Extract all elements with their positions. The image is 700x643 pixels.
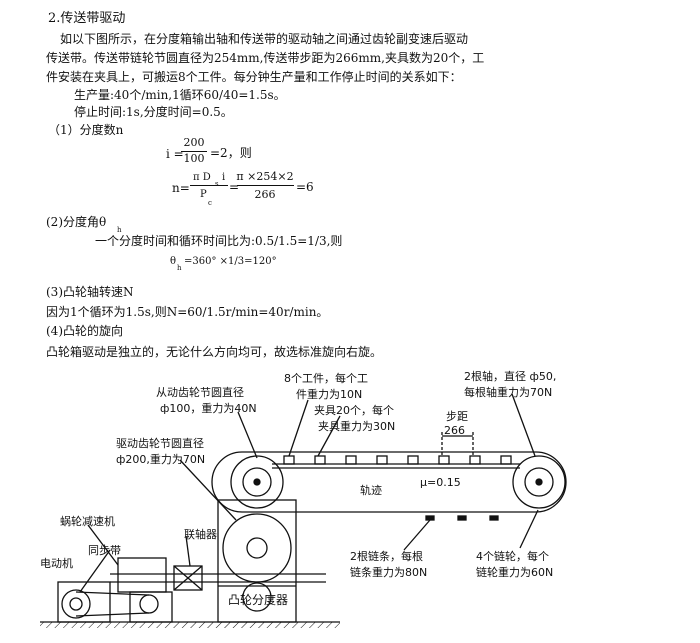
right-sprocket [512,455,566,509]
label-drive-gear-1: 驱动齿轮节圆直径 [116,436,204,450]
i-numerator: 200 [183,136,205,149]
step3-line: 因为1个循环为1.5s,则N=60/1.5r/min=40r/min。 [46,305,329,319]
fixtures-return [425,515,499,521]
label-timing-belt: 同步带 [88,544,121,557]
drive-sprocket-center [253,478,261,486]
step2-title-sub: h [117,226,122,234]
leader-drive-gear [179,459,237,521]
n-den-sub: c [208,199,212,207]
label-chain-2: 链条重力为80N [350,565,427,579]
label-sprocket-2: 链轮重力为60N [476,565,553,579]
label-workpiece-1: 8个工件，每个工 [284,371,368,385]
coupling [173,565,203,591]
step1-title: （1）分度数n [48,123,124,137]
conveyor-belt-outline [211,451,567,513]
n-fraction-bar-2 [237,185,294,186]
motor-pulley-hub [69,597,83,611]
drive-sprocket [230,455,284,509]
leader-driven-gear [237,411,258,459]
leader-shaft [511,393,536,457]
step2-title: (2)分度角θ [46,215,107,229]
worm-reducer [117,557,167,593]
label-pitch-1: 步距 [446,410,468,423]
label-track: 轨迹 [360,483,382,497]
leader-coupling [185,535,191,567]
i-label: i = [166,147,184,161]
step4-line: 凸轮箱驱动是独立的，无论什么方向均可，故选标准旋向右旋。 [46,345,383,359]
intro-line-1: 如以下图所示，在分度箱输出轴和传送带的驱动轴之间通过齿轮副变速后驱动 [60,32,469,46]
right-sprocket-center [535,478,543,486]
label-fixture-2: 夹具重力为30N [318,419,395,433]
n-num-2: π ×254×2 [236,170,294,183]
worm-reducer-base [129,591,173,623]
motor-frame [57,581,111,623]
theta-sub: h [177,264,182,272]
section-title: 2.传送带驱动 [48,11,126,26]
leader-fixture [317,415,341,457]
i-denominator: 100 [183,152,205,165]
conveyor-drive-diagram: 从动齿轮节圆直径 ф100，重力为40N 驱动齿轮节圆直径 ф200,重力为70… [40,369,567,628]
n-label: n= [172,181,190,195]
label-fixture-1: 夹具20个，每个 [314,403,394,417]
reducer-pulley [139,594,159,614]
drive-sprocket-hub [242,467,272,497]
label-driven-gear-1: 从动齿轮节圆直径 [156,385,244,399]
n-den-2: 266 [254,188,276,201]
fixtures [283,455,512,465]
n-num-i: i [222,172,226,183]
label-cam-indexer: 凸轮分度器 [228,592,288,607]
label-sprocket-1: 4个链轮，每个 [476,549,549,563]
intro-line-2: 传送带。传送带链轮节圆直径为254mm,传送带步距为266mm,夹具数为20个，… [46,51,485,65]
motor-pulley [61,589,91,619]
n-result: =6 [296,180,314,194]
ground-hatch [40,622,340,628]
drive-gear-hub [246,537,268,559]
leader-sprocket [519,509,539,549]
step2-line: 一个分度时间和循环时间比为:0.5/1.5=1/3,则 [95,234,343,248]
label-shaft-1: 2根轴，直径 ф50, [464,369,556,383]
i-result: =2，则 [210,146,252,160]
leader-chain [403,519,431,551]
gear-box [217,499,297,623]
theta-formula: =360° ×1/3=120° [184,256,277,267]
label-motor: 电动机 [40,556,73,570]
step4-title: (4)凸轮的旋向 [46,324,123,338]
stop-time-line: 停止时间:1s,分度时间=0.5。 [74,105,233,119]
label-workpiece-2: 件重力为10N [296,387,362,401]
intro-line-3: 件安装在夹具上，可搬运8个工件。每分钟生产量和工作停止时间的关系如下： [46,70,462,84]
label-chain-1: 2根链条，每根 [350,549,423,563]
timing-belt [75,591,150,617]
n-den: P [200,189,207,200]
n-fraction-bar [190,185,228,186]
leader-belt [79,549,111,593]
theta-symbol: θ [170,256,177,267]
label-driven-gear-2: ф100，重力为40N [160,401,257,415]
cam-shaft-circle [242,582,272,612]
step3-title: (3)凸轮轴转速N [46,285,134,299]
label-pitch-2: 266 [444,424,465,437]
i-fraction-bar [181,151,207,152]
label-mu: μ=0.15 [420,476,461,489]
leader-workpiece [288,399,309,457]
label-coupling: 联轴器 [184,527,217,541]
leader-worm [87,524,119,566]
n-equal: = [229,180,240,194]
n-num-pi: π D [193,172,211,183]
n-num-sub: s [215,180,219,188]
label-shaft-2: 每根轴重力为70N [464,385,552,399]
production-line: 生产量:40个/min,1循环60/40=1.5s。 [74,88,286,102]
label-drive-gear-2: ф200,重力为70N [116,452,205,466]
drive-gear [222,513,292,583]
label-worm-reducer: 蜗轮减速机 [60,514,115,528]
right-sprocket-hub [524,467,554,497]
